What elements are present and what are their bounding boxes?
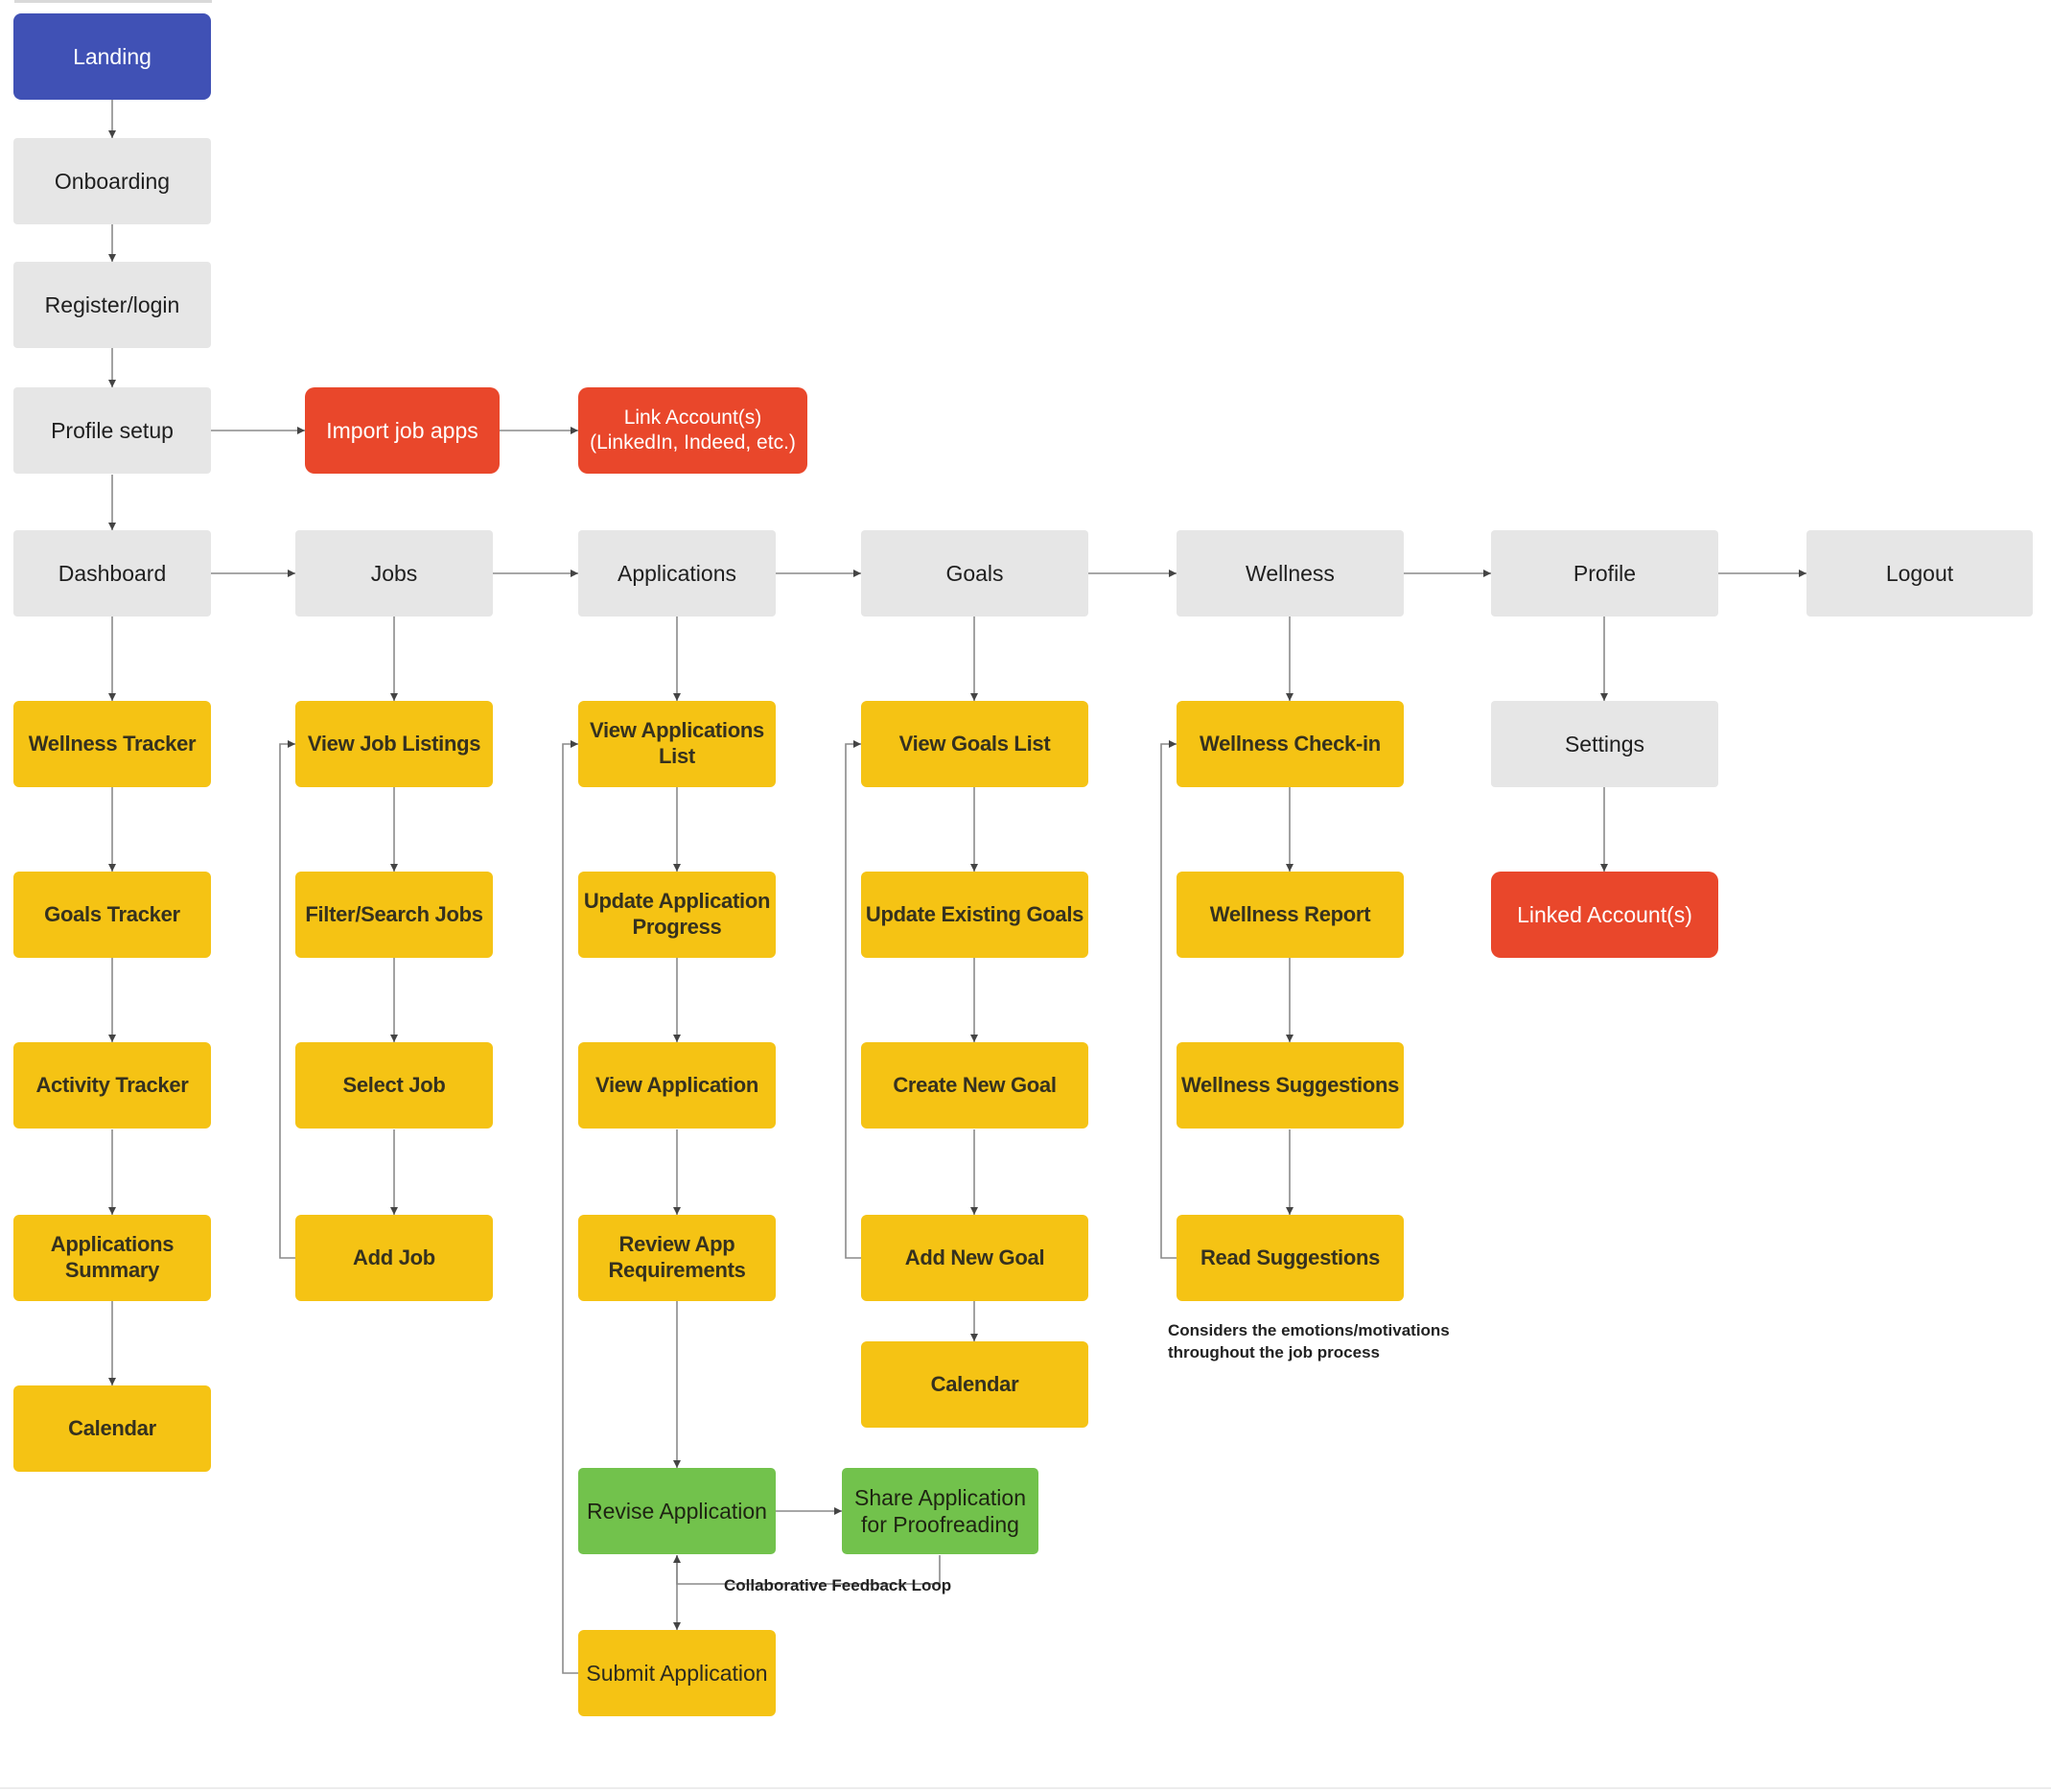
node-label: Register/login <box>44 291 180 317</box>
connector-loop <box>279 740 295 1259</box>
node-view-application[interactable]: View Application <box>578 1042 776 1129</box>
node-goals-tracker[interactable]: Goals Tracker <box>13 872 211 958</box>
node-label: Applications Summary <box>50 1232 175 1282</box>
node-label: View Applications List <box>590 718 764 768</box>
node-create-new-goal[interactable]: Create New Goal <box>861 1042 1088 1129</box>
connector-loop <box>1160 740 1177 1259</box>
node-filter-search-jobs[interactable]: Filter/Search Jobs <box>295 872 493 958</box>
node-register-login[interactable]: Register/login <box>13 262 211 348</box>
connector-loop <box>845 740 861 1259</box>
node-label: Wellness Suggestions <box>1180 1072 1400 1097</box>
node-select-job[interactable]: Select Job <box>295 1042 493 1129</box>
node-revise-application[interactable]: Revise Application <box>578 1468 776 1554</box>
node-update-application-progress[interactable]: Update Application Progress <box>578 872 776 958</box>
connector-loop <box>562 740 578 1674</box>
node-wellness-report[interactable]: Wellness Report <box>1177 872 1404 958</box>
node-label: Goals Tracker <box>44 901 180 926</box>
node-wellness-tracker[interactable]: Wellness Tracker <box>13 701 211 787</box>
node-label: Logout <box>1885 560 1954 586</box>
node-label: Read Suggestions <box>1200 1245 1381 1269</box>
node-review-app-requirements[interactable]: Review App Requirements <box>578 1215 776 1301</box>
cropped-shape-edge <box>14 0 212 3</box>
node-activity-tracker[interactable]: Activity Tracker <box>13 1042 211 1129</box>
node-logout[interactable]: Logout <box>1806 530 2033 617</box>
node-applications[interactable]: Applications <box>578 530 776 617</box>
node-settings[interactable]: Settings <box>1491 701 1718 787</box>
node-label: Goals <box>945 560 1004 586</box>
node-label: Select Job <box>342 1072 446 1097</box>
node-label: Wellness <box>1246 560 1335 586</box>
node-submit-application[interactable]: Submit Application <box>578 1630 776 1716</box>
node-jobs[interactable]: Jobs <box>295 530 493 617</box>
node-label: Link Account(s) (LinkedIn, Indeed, etc.) <box>590 407 796 454</box>
node-label: Settings <box>1564 731 1645 756</box>
node-label: Wellness Check-in <box>1200 731 1381 756</box>
node-wellness-checkin[interactable]: Wellness Check-in <box>1177 701 1404 787</box>
node-share-application[interactable]: Share Application for Proofreading <box>842 1468 1038 1554</box>
node-label: Wellness Tracker <box>28 731 197 756</box>
node-label: Onboarding <box>54 168 171 194</box>
node-label: Jobs <box>370 560 418 586</box>
node-label: Calendar <box>930 1371 1019 1396</box>
node-label: Landing <box>73 43 151 69</box>
node-applications-summary[interactable]: Applications Summary <box>13 1215 211 1301</box>
node-label: View Goals List <box>898 731 1051 756</box>
node-label: Review App Requirements <box>608 1232 746 1282</box>
bottom-divider-line <box>0 1787 2051 1789</box>
node-label: Linked Account(s) <box>1517 901 1692 927</box>
node-label: Create New Goal <box>893 1072 1057 1097</box>
node-read-suggestions[interactable]: Read Suggestions <box>1177 1215 1404 1301</box>
node-wellness[interactable]: Wellness <box>1177 530 1404 617</box>
node-view-job-listings[interactable]: View Job Listings <box>295 701 493 787</box>
node-label: Update Application Progress <box>583 889 771 939</box>
node-label: Filter/Search Jobs <box>305 901 483 926</box>
node-wellness-suggestions[interactable]: Wellness Suggestions <box>1177 1042 1404 1129</box>
node-label: Profile setup <box>51 417 174 443</box>
node-label: Add Job <box>353 1245 435 1269</box>
node-label: Submit Application <box>586 1660 768 1686</box>
node-calendar-goals[interactable]: Calendar <box>861 1341 1088 1428</box>
node-add-new-goal[interactable]: Add New Goal <box>861 1215 1088 1301</box>
node-update-existing-goals[interactable]: Update Existing Goals <box>861 872 1088 958</box>
node-label: Calendar <box>68 1415 156 1440</box>
node-label: Activity Tracker <box>35 1072 189 1097</box>
node-label: Profile <box>1573 560 1637 586</box>
node-add-job[interactable]: Add Job <box>295 1215 493 1301</box>
node-view-applications-list[interactable]: View Applications List <box>578 701 776 787</box>
node-label: Import job apps <box>326 417 478 443</box>
node-label: Share Application for Proofreading <box>853 1484 1026 1537</box>
node-label: View Application <box>594 1072 758 1097</box>
node-view-goals-list[interactable]: View Goals List <box>861 701 1088 787</box>
node-calendar-dashboard[interactable]: Calendar <box>13 1385 211 1472</box>
node-label: View Job Listings <box>307 731 481 756</box>
node-label: Applications <box>617 560 737 586</box>
node-label: Revise Application <box>587 1498 767 1524</box>
node-label: Dashboard <box>58 560 167 586</box>
wellness-note-label[interactable]: Considers the emotions/motivations throu… <box>1168 1321 1450 1361</box>
node-label: Update Existing Goals <box>865 901 1084 926</box>
node-label: Wellness Report <box>1209 901 1371 926</box>
node-dashboard[interactable]: Dashboard <box>13 530 211 617</box>
node-label: Add New Goal <box>904 1245 1045 1269</box>
node-import-job-apps[interactable]: Import job apps <box>305 387 500 474</box>
node-profile-setup[interactable]: Profile setup <box>13 387 211 474</box>
node-goals[interactable]: Goals <box>861 530 1088 617</box>
node-onboarding[interactable]: Onboarding <box>13 138 211 224</box>
node-landing[interactable]: Landing <box>13 13 211 100</box>
node-profile[interactable]: Profile <box>1491 530 1718 617</box>
node-linked-accounts[interactable]: Linked Account(s) <box>1491 872 1718 958</box>
collaborative-feedback-loop-label[interactable]: Collaborative Feedback Loop <box>724 1576 952 1594</box>
node-link-accounts[interactable]: Link Account(s) (LinkedIn, Indeed, etc.) <box>578 387 807 474</box>
